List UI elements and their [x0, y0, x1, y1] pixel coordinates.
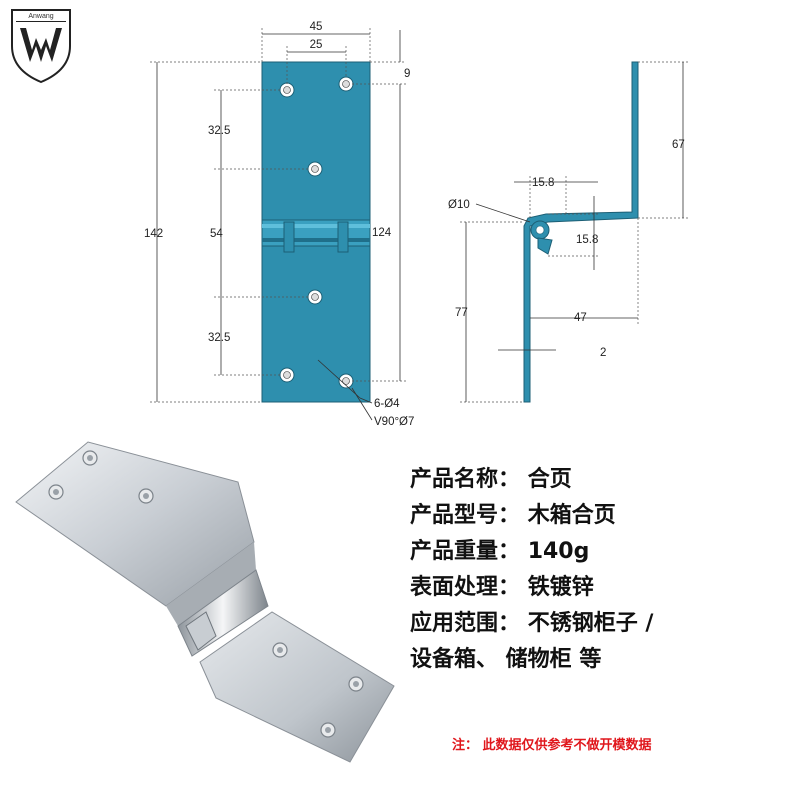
- dim-side-offset-b: 15.8: [576, 234, 598, 246]
- spec-label: 产品型号：: [410, 503, 521, 528]
- spec-value: 140g: [527, 539, 590, 564]
- spec-label: 应用范围：: [410, 611, 521, 636]
- spec-value: 不锈钢柜子 /: [527, 611, 654, 636]
- dim-countersink-callout: V90°Ø7: [374, 416, 414, 428]
- lower-plate: [261, 244, 371, 403]
- dim-width-total: 45: [310, 21, 323, 33]
- dim-edge-offset: 9: [404, 68, 410, 80]
- dim-hole-spacing-top: 32.5: [208, 125, 230, 137]
- hinge-barrel: [261, 219, 371, 247]
- dim-hole-spacing-bottom: 32.5: [208, 332, 230, 344]
- spec-list: 产品名称： 合页 产品型号： 木箱合页 产品重量： 140g 表面处理： 铁镀锌…: [410, 462, 790, 678]
- logo-text: Anwang: [28, 13, 53, 20]
- dim-side-offset-a: 15.8: [532, 177, 554, 189]
- spec-value: 设备箱、 储物柜 等: [410, 647, 602, 672]
- spec-row: 表面处理： 铁镀锌: [410, 570, 790, 606]
- dim-hole-spacing-mid: 54: [210, 228, 223, 240]
- spec-row: 产品重量： 140g: [410, 534, 790, 570]
- upper-plate: [261, 61, 371, 223]
- dim-total-length: 142: [144, 228, 163, 240]
- spec-value: 铁镀锌: [527, 575, 594, 600]
- spec-row: 产品名称： 合页: [410, 462, 790, 498]
- spec-value: 木箱合页: [527, 503, 616, 528]
- mounting-holes: [279, 76, 354, 389]
- dim-thickness: 2: [600, 347, 606, 359]
- brand-logo: Anwang: [11, 9, 71, 84]
- dim-hole-spacing-h: 25: [310, 39, 323, 51]
- product-photo: [15, 441, 395, 763]
- dim-side-height-lower: 77: [455, 307, 468, 319]
- spec-label: 产品重量：: [410, 539, 521, 564]
- dim-inner-length: 124: [372, 227, 392, 239]
- spec-label: 产品名称：: [410, 467, 521, 492]
- spec-row: 应用范围： 不锈钢柜子 /: [410, 606, 790, 642]
- dim-hole-callout: 6-Ø4: [374, 398, 400, 410]
- dim-side-height-upper: 67: [672, 139, 685, 151]
- dim-pin-diameter: Ø10: [448, 199, 470, 211]
- spec-label: 表面处理：: [410, 575, 521, 600]
- spec-row: 产品型号： 木箱合页: [410, 498, 790, 534]
- technical-drawing: 45 25 9 124 142 32.5 54 32.5 6-Ø4 V90°Ø7…: [144, 21, 690, 428]
- disclaimer-note: 注： 此数据仅供参考不做开模数据: [452, 738, 652, 753]
- spec-value: 合页: [527, 467, 572, 492]
- spec-row: 设备箱、 储物柜 等: [410, 642, 790, 678]
- dim-side-offset-c: 47: [574, 312, 587, 324]
